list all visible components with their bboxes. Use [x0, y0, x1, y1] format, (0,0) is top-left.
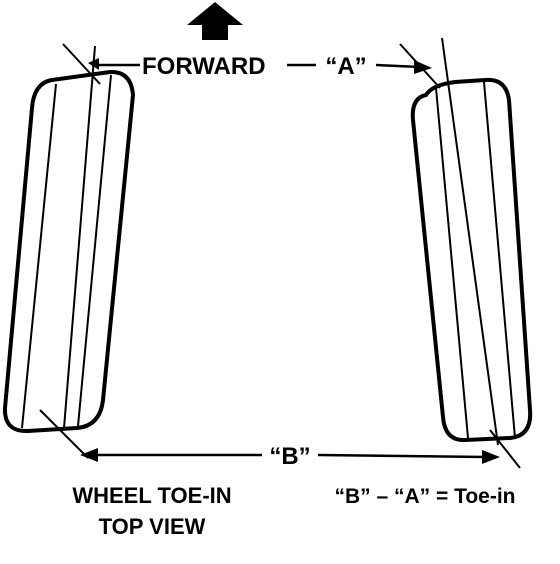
- right-reference-line-bottom: [489, 429, 521, 469]
- right-wheel: [410, 37, 533, 446]
- dimension-a-label: “A”: [325, 53, 366, 80]
- forward-label: FORWARD: [142, 53, 266, 80]
- right-reference-line-top: [399, 43, 441, 89]
- left-reference-line-bottom: [39, 409, 89, 459]
- caption-title: WHEEL TOE-IN: [72, 483, 231, 508]
- caption-subtitle: TOP VIEW: [99, 514, 206, 539]
- dimension-b: [80, 448, 500, 464]
- left-reference-line-top: [62, 43, 101, 85]
- dimension-b-label: “B”: [269, 443, 310, 470]
- arrow-up-icon: [187, 2, 243, 40]
- left-wheel: [2, 45, 136, 434]
- toe-in-formula: “B” – “A” = Toe-in: [334, 485, 515, 508]
